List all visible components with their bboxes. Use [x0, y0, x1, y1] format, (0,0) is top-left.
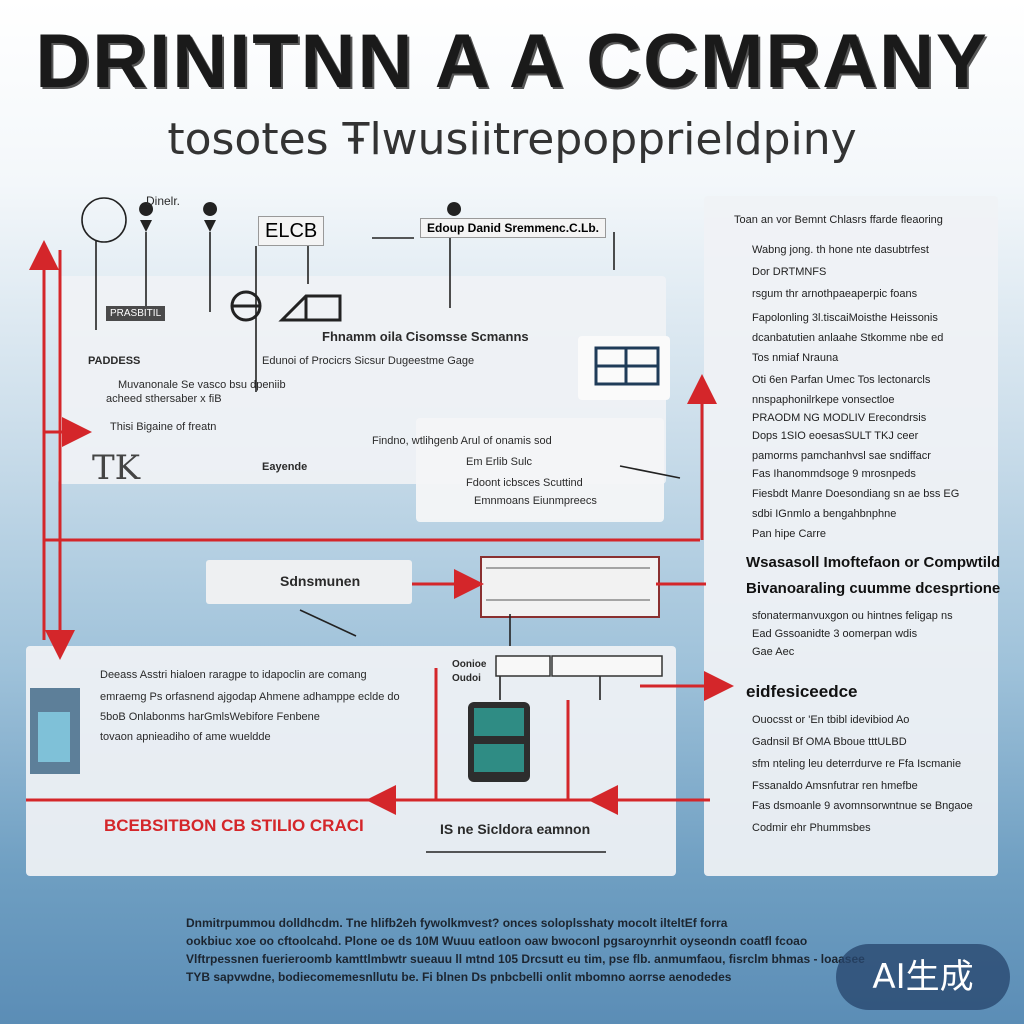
circle-icon [81, 197, 127, 243]
pin-icon-2 [203, 202, 218, 232]
right-line-22: Ouocsst or 'En tbibl idevibiod Ao [752, 714, 910, 726]
right-line-20: Gae Aec [752, 646, 795, 658]
main-line-d: Thisi Bigaine of freatn [110, 421, 217, 433]
right-line-10: Dops 1SIO eoesasSULT TKJ ceer [752, 430, 919, 442]
lower-line-3: 5boB Onlabonms harGmlsWebifore Fenbene [100, 711, 320, 723]
page-title: DRINITNN A A CCMRANY [35, 19, 989, 104]
lower-panel-image-inner [38, 712, 70, 762]
main-line-f: Eayende [262, 461, 308, 473]
mid-box [206, 560, 412, 604]
process-bar-lines [486, 567, 650, 601]
display-icon [594, 346, 660, 386]
glasses-icon [230, 290, 262, 322]
main-line-a: Edunoi of Procicrs Sicsur Dugeestme Gage [262, 355, 475, 367]
right-line-13: Fiesbdt Manre Doesondiang sn ae bss EG [752, 488, 960, 500]
lower-line-2: emraemg Ps orfasnend ajgodap Ahmene adha… [100, 691, 400, 703]
pointer-9 [619, 465, 681, 479]
right-line-0: Toan an vor Bemnt Chlasrs ffarde fleaori… [734, 214, 943, 226]
lower-tab-2: Oudoi [452, 673, 481, 684]
label-dinelr: Dinelr. [146, 194, 181, 208]
right-line-12: Fas Ihanommdsoge 9 mrosnpeds [752, 468, 916, 480]
main-line-c: acheed sthersaber x fiB [106, 393, 222, 405]
right-line-27: Codmir ehr Phummsbes [752, 822, 871, 834]
pointer-lines [81, 197, 681, 853]
right-heading-2: Bivanoaraling cuumme dcesprtione [746, 580, 1001, 597]
right-line-7: Oti 6en Parfan Umec Tos lectonarcls [752, 374, 931, 386]
main-line-i: Emnmoans Eiunmpreecs [474, 495, 597, 507]
right-line-19: Ead Gssoanidte 3 oomerpan wdis [752, 628, 918, 640]
mid-box-label: Sdnsmunen [280, 573, 361, 589]
right-line-24: sfm nteling leu deterrdurve re Ffa Iscma… [752, 758, 962, 770]
lower-red-label: BCEBSITBON CB STILIO CRACI [104, 816, 364, 835]
page-subtitle: tosotes Ŧlwusiitrepopprieldpiny [167, 114, 857, 165]
right-line-14: sdbi IGnmlo a bengahbnphne [752, 508, 897, 520]
right-line-1: Wabng jong. th hone nte dasubtrfest [752, 244, 929, 256]
label-elcb: ELCB [258, 216, 325, 246]
right-line-23: Gadnsil Bf OMA Bboue tttULBD [752, 736, 907, 748]
main-line-g: Em Erlib Sulc [466, 456, 533, 468]
main-line-h: Fdoont icbsces Scuttind [466, 477, 583, 489]
bottom-text-block: Dnmitrpummou dolldhcdm. Tne hlifb2eh fyw… [186, 916, 866, 996]
main-line-b: Muvanonale Se vasco bsu dpeniib [118, 379, 286, 391]
right-line-11: pamorms pamchanhvsl sae sndiffacr [752, 450, 931, 462]
main-line-e: Findno, wtlihgenb Arul of onamis sod [372, 435, 552, 447]
right-heading-1: Wsasasoll Imoftefaon or Compwtild [746, 554, 1001, 571]
bottom-line-3: TYB sapvwdne, bodiecomemesnllutu be. Fi … [186, 970, 732, 984]
lower-line-4: tovaon apnieadiho of ame wueldde [100, 731, 271, 743]
right-line-3: rsgum thr arnothpaeaperpic foans [752, 288, 918, 300]
device-screen-bottom [474, 744, 524, 772]
right-line-2: Dor DRTMNFS [752, 266, 827, 278]
main-heading: Fhnamm oila Cisomsse Scmanns [322, 329, 529, 344]
right-line-25: Fssanaldo Amsnfutrar ren hmefbe [752, 780, 918, 792]
device-screen-top [474, 708, 524, 736]
tent-icon [278, 294, 342, 322]
right-line-18: sfonatermanvuxgon ou hintnes feligap ns [752, 610, 953, 622]
process-bar [480, 556, 660, 618]
label-dark: PRASBITIL [106, 306, 166, 321]
ai-generated-badge: AI生成 [836, 944, 1010, 1010]
main-panel-lower-box [416, 418, 664, 522]
pointer-11 [299, 609, 357, 637]
lower-bottom-label: IS ne Sicldora eamnon [440, 821, 591, 837]
red-arrows [26, 240, 734, 815]
right-line-5: dcanbatutien anlaahe Stkomme nbe ed [752, 332, 944, 344]
lower-line-1: Deeass Asstri hialoen raragpe to idapocl… [100, 669, 367, 681]
right-line-15: Pan hipe Carre [752, 528, 826, 540]
right-line-26: Fas dsmoanle 9 avomnsorwntnue se Bngaoe [752, 800, 973, 812]
right-line-4: Fapolonling 3l.tiscaiMoisthe Heissonis [752, 312, 938, 324]
lower-tab-1: Oonioe [452, 659, 487, 670]
right-line-8: nnspaphonilrkepe vonsectloe [752, 394, 895, 406]
bottom-line-0: Dnmitrpummou dolldhcdm. Tne hlifb2eh fyw… [186, 916, 728, 930]
main-initials: TK [92, 448, 141, 488]
pin-icon-1 [139, 202, 154, 232]
right-heading-3: eidfesiceedce [746, 682, 858, 701]
bottom-line-2: Vlftrpessnen fuerieroomb kamttlmbwtr sue… [186, 952, 865, 966]
main-label-left: PADDESS [88, 355, 141, 367]
right-line-6: Tos nmiaf Nrauna [752, 352, 839, 364]
label-company: Edoup Danid Sremmenc.C.Lb. [420, 218, 607, 238]
lower-tabs-outline [495, 655, 663, 677]
bottom-line-1: ookbiuc xoe oo cftoolcahd. Plone oe ds 1… [186, 934, 808, 948]
right-panel: Toan an vor Bemnt Chlasrs ffarde fleaori… [704, 196, 1001, 876]
right-line-9: PRAODM NG MODLIV Erecondrsis [752, 412, 927, 424]
